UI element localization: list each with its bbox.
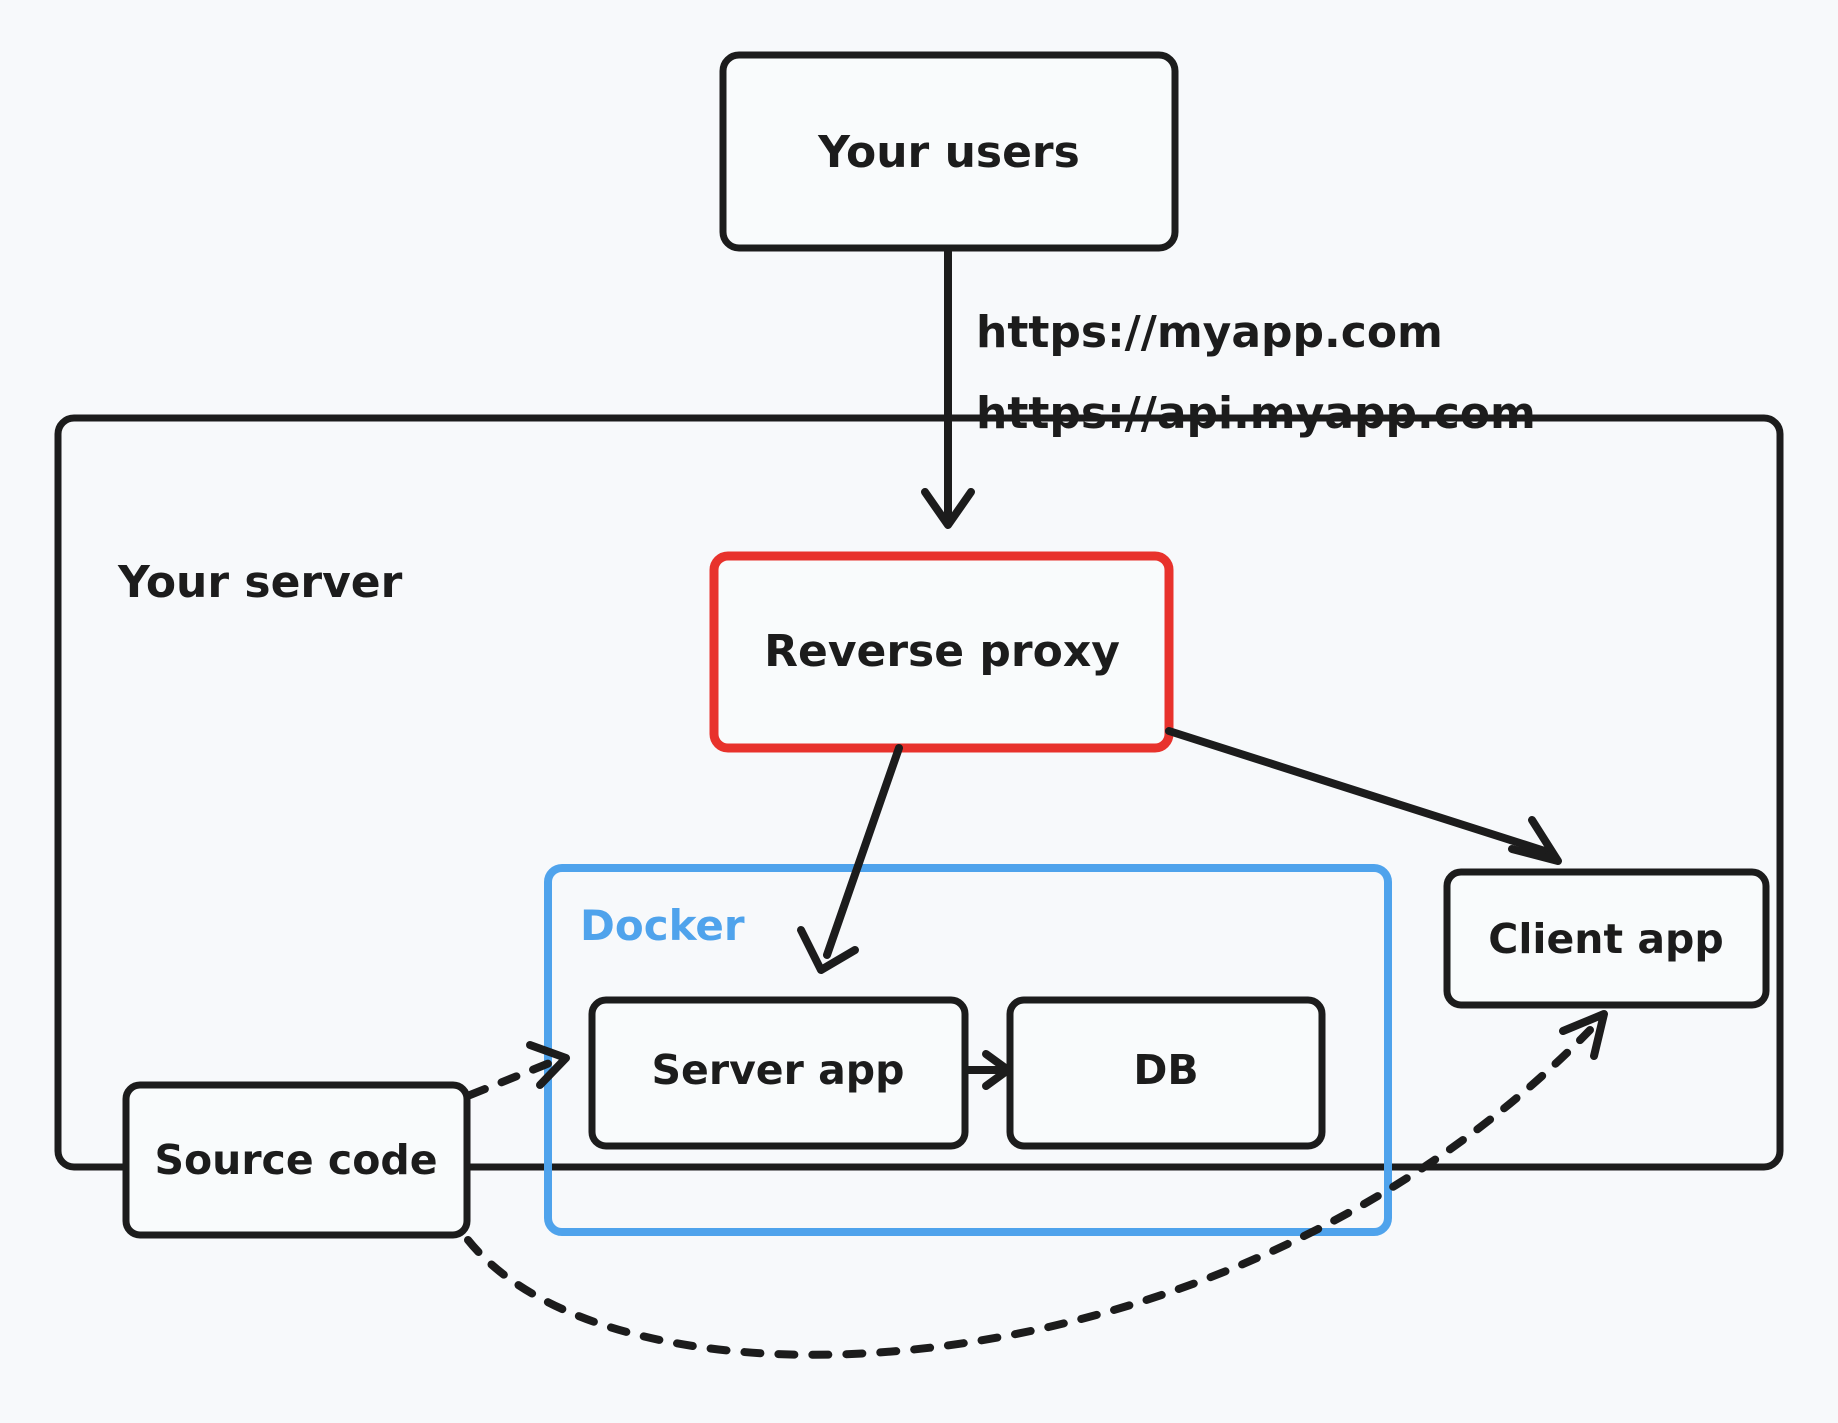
edge-reverse-proxy-to-client-app-arrowhead <box>1508 816 1562 865</box>
edge-source-code-to-client-app <box>464 1026 1594 1359</box>
node-box-server-app[interactable] <box>588 996 969 1150</box>
edge-source-code-to-server-app <box>466 1058 556 1099</box>
edge-label-urls-line-2: https://api.myapp.com <box>976 388 1536 439</box>
node-label-reverse-proxy: Reverse proxy <box>764 626 1120 677</box>
node-label-server-app: Server app <box>652 1046 905 1094</box>
node-label-client-app: Client app <box>1488 915 1723 963</box>
node-box-reverse-proxy[interactable] <box>709 551 1174 753</box>
node-box-client-app[interactable] <box>1443 868 1770 1009</box>
edge-source-code-to-server-app-arrowhead <box>526 1041 570 1089</box>
edge-source-code-to-client-app-arrowhead <box>1559 1010 1608 1060</box>
edge-reverse-proxy-to-server-app <box>823 744 903 959</box>
node-label-db: DB <box>1133 1046 1198 1094</box>
node-label-source-code: Source code <box>154 1136 437 1184</box>
group-label-docker: Docker <box>580 901 745 950</box>
edge-server-app-to-db-arrowhead <box>982 1050 1012 1090</box>
node-label-your-users: Your users <box>817 127 1080 178</box>
group-box-your-server <box>54 414 1784 1171</box>
group-label-your-server: Your server <box>117 557 403 608</box>
edge-reverse-proxy-to-client-app <box>1165 727 1555 857</box>
edge-users-to-reverse-proxy-arrowhead <box>921 488 975 529</box>
edge-label-urls-line-1: https://myapp.com <box>976 307 1443 358</box>
node-box-source-code[interactable] <box>122 1081 471 1239</box>
edge-reverse-proxy-to-server-app-arrowhead <box>797 926 859 974</box>
